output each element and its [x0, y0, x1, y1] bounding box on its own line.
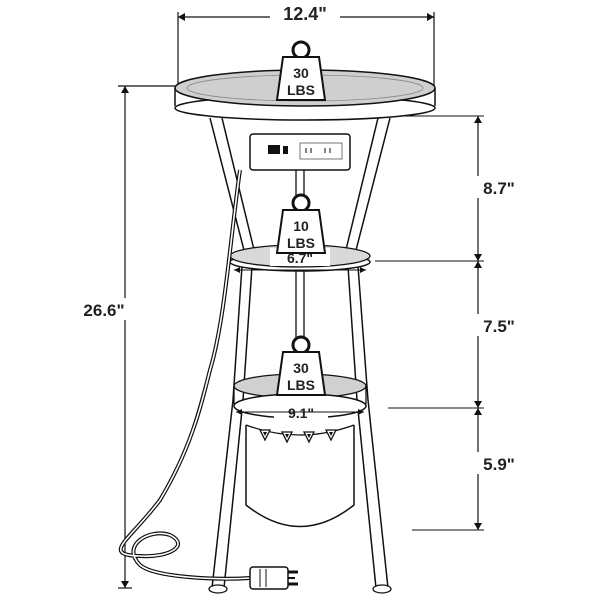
weight-middle-value: 10: [293, 218, 309, 234]
fabric-basket: [245, 424, 355, 528]
weight-bottom-value: 30: [293, 360, 309, 376]
weight-bottom-unit: LBS: [287, 377, 315, 393]
total-height-dimension: 26.6": [80, 85, 178, 589]
power-cord: [118, 169, 251, 581]
weight-badge-middle: 10 LBS: [275, 193, 327, 254]
weight-badge-bottom: 30 LBS: [275, 335, 327, 396]
weight-middle-unit: LBS: [287, 235, 315, 251]
bottom-shelf-diameter-label: 9.1": [288, 405, 314, 421]
usb-c-port-icon: [283, 146, 288, 154]
outlet-icon: [299, 142, 343, 160]
middle-section-height-label: 7.5": [483, 317, 515, 336]
power-strip: [249, 133, 351, 171]
usb-port-icon: [268, 145, 280, 154]
lower-section-height-label: 5.9": [483, 455, 515, 474]
bottom-shelf: 9.1": [233, 373, 367, 422]
power-plug-icon: [249, 566, 298, 590]
total-height-label: 26.6": [83, 301, 124, 320]
upper-section-height-label: 8.7": [483, 179, 515, 198]
section-heights-dimension: 8.7" 7.5" 5.9": [375, 115, 524, 531]
weight-badge-top: 30 LBS: [275, 40, 327, 101]
top-width-dimension: 12.4": [177, 4, 435, 88]
basket-decoration: [258, 429, 338, 444]
top-width-label: 12.4": [283, 4, 327, 24]
weight-top-unit: LBS: [287, 82, 315, 98]
weight-top-value: 30: [293, 65, 309, 81]
